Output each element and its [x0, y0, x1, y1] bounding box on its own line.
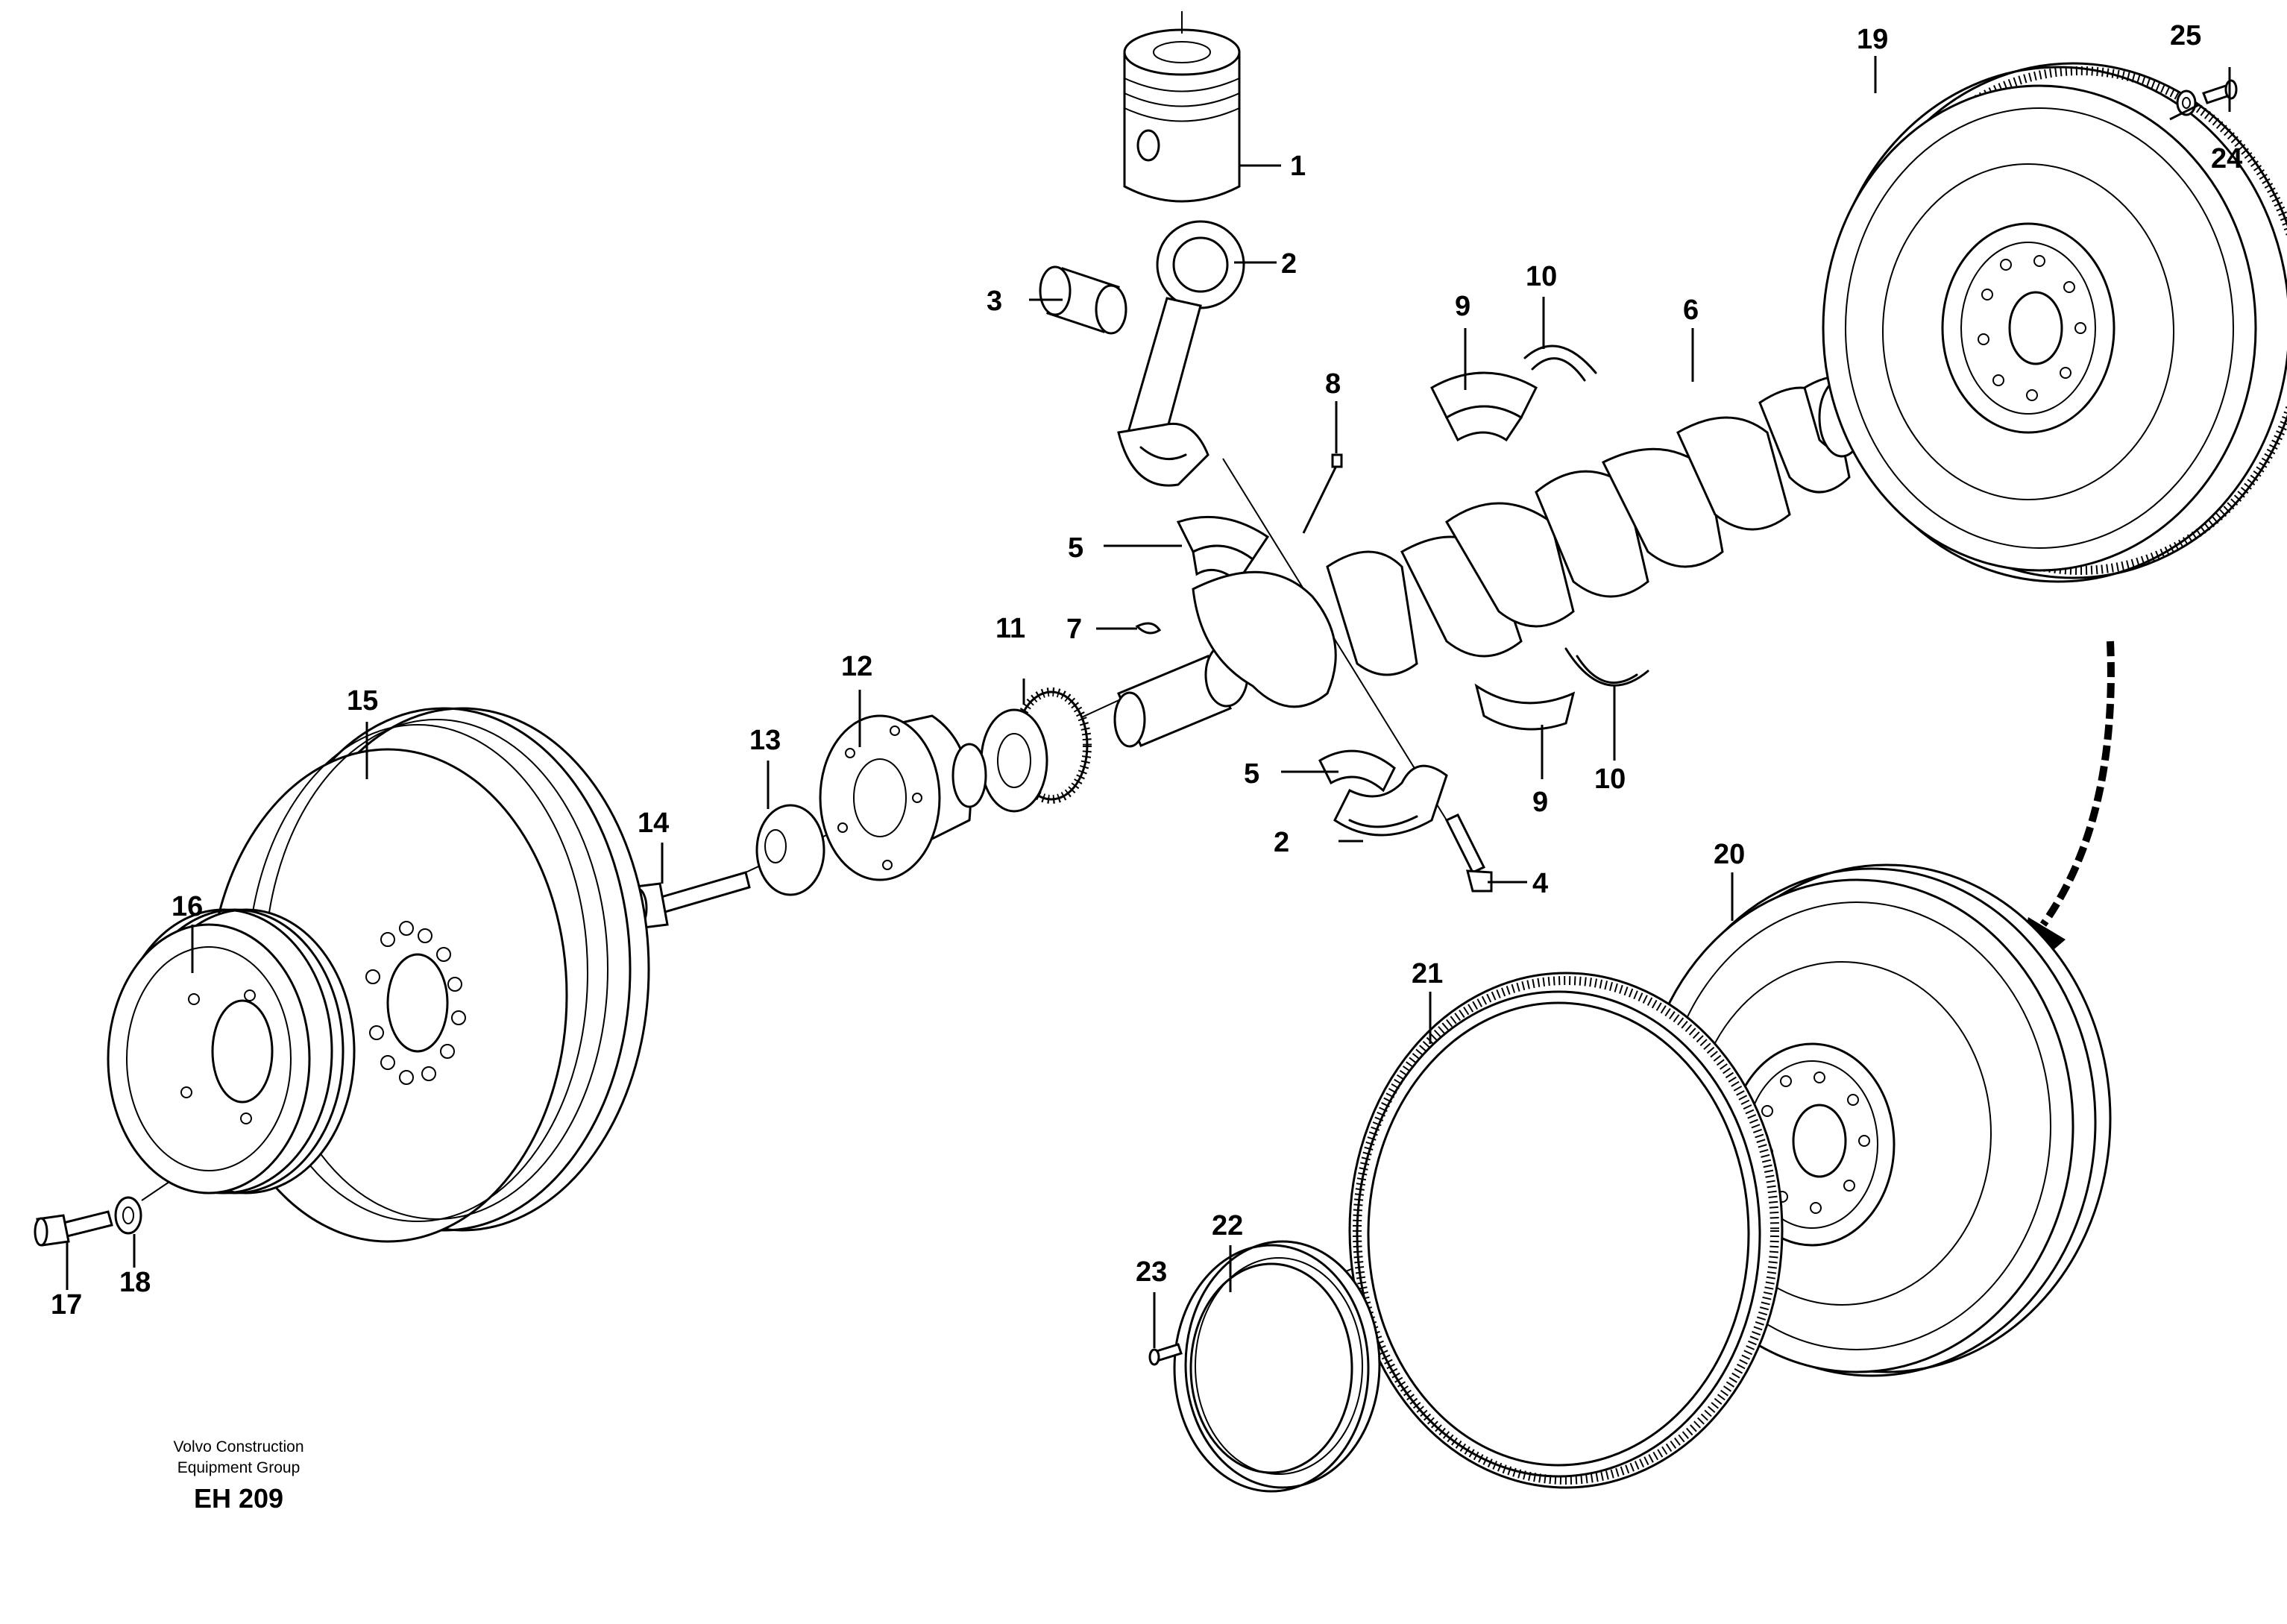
- callout-10-lower: 10: [1594, 764, 1626, 795]
- callout-1: 1: [1290, 151, 1306, 182]
- callout-6: 6: [1683, 295, 1699, 326]
- crankshaft-gear: [980, 687, 1092, 813]
- woodruff-key: [1135, 622, 1162, 635]
- callout-18: 18: [119, 1267, 151, 1298]
- callout-5-lower: 5: [1244, 758, 1259, 790]
- big-end-bearing-lower: [1318, 749, 1396, 793]
- thrust-washer-lower: [1564, 647, 1649, 687]
- callout-24: 24: [2211, 143, 2242, 174]
- callout-2-lower: 2: [1274, 827, 1289, 858]
- main-bearing-lower: [1474, 683, 1576, 731]
- pulley-washer: [114, 1196, 142, 1235]
- footer-line-1: Volvo Construction: [173, 1438, 303, 1455]
- crankshaft: [1113, 375, 1866, 748]
- thrust-washer-upper: [1523, 344, 1597, 382]
- piston-pin: [1039, 265, 1127, 335]
- callout-3: 3: [987, 286, 1002, 317]
- publisher-footer: Volvo Construction Equipment Group EH 20…: [173, 1438, 303, 1514]
- callout-4: 4: [1532, 868, 1548, 899]
- callout-13: 13: [749, 725, 781, 756]
- callout-16: 16: [172, 891, 203, 922]
- callout-5-upper: 5: [1068, 532, 1083, 564]
- callout-12: 12: [841, 651, 872, 682]
- callout-numbers: 1 2 3 4 5 5 2 6 7 8 9 10 9 10 11 12 13 1…: [51, 20, 2242, 1321]
- callout-10-upper: 10: [1526, 261, 1557, 292]
- callout-17: 17: [51, 1289, 82, 1321]
- seal-screw: [1148, 1343, 1183, 1366]
- diagram-code: EH 209: [194, 1483, 283, 1514]
- rod-bolt: [1444, 813, 1493, 893]
- connecting-rod: [1117, 220, 1245, 487]
- crankshaft-seal: [1173, 1240, 1381, 1493]
- pulley-hub: [819, 714, 987, 881]
- callout-25: 25: [2170, 20, 2201, 51]
- callout-20: 20: [1714, 839, 1745, 870]
- flywheel-bolt: [2202, 79, 2238, 104]
- main-bearing-upper: [1430, 371, 1538, 442]
- connecting-rod-cap: [1333, 764, 1448, 837]
- hub-bolt: [627, 871, 751, 930]
- callout-7: 7: [1066, 614, 1082, 645]
- callout-22: 22: [1212, 1210, 1243, 1241]
- ring-gear: [1348, 972, 1784, 1489]
- crankshaft-pulley: [107, 908, 356, 1195]
- piston: [1123, 11, 1241, 203]
- callout-9-upper: 9: [1455, 291, 1470, 322]
- callout-2-upper: 2: [1281, 248, 1297, 280]
- callout-15: 15: [347, 685, 378, 717]
- footer-line-2: Equipment Group: [177, 1459, 301, 1476]
- callout-21: 21: [1412, 958, 1443, 989]
- leader-lines: [66, 56, 2231, 1348]
- callout-11: 11: [995, 613, 1025, 644]
- pulley-bolt: [34, 1210, 113, 1247]
- callout-8: 8: [1325, 368, 1341, 400]
- callout-19: 19: [1857, 24, 1888, 55]
- callout-9-lower: 9: [1532, 787, 1548, 818]
- callout-23: 23: [1136, 1256, 1167, 1288]
- callout-14: 14: [638, 808, 669, 839]
- dowel-pin: [1331, 453, 1343, 468]
- flywheel-assembly: [1822, 62, 2287, 583]
- hub-washer: [755, 804, 825, 896]
